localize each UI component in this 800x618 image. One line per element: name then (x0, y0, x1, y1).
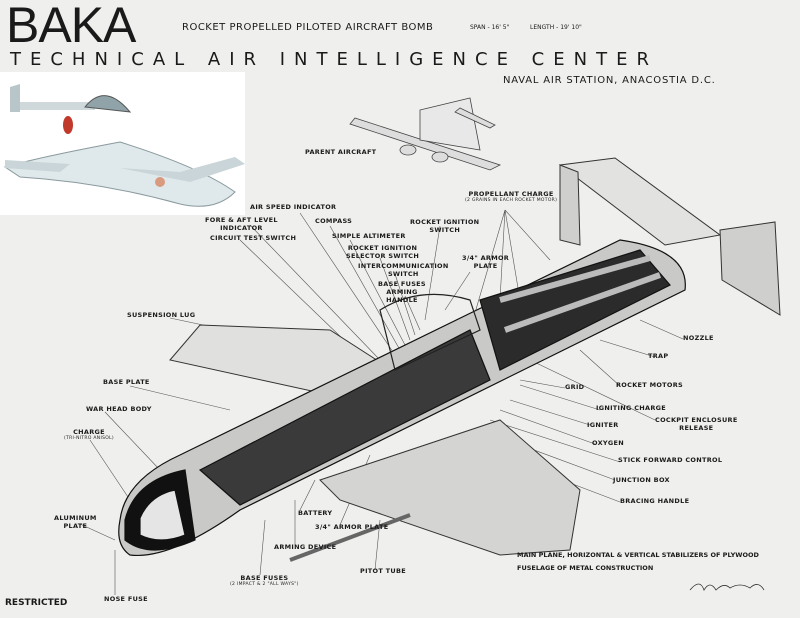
label-oxygen: OXYGEN (592, 439, 625, 447)
label-arming-device: ARMING DEVICE (274, 543, 337, 551)
label-stick-forward-control: STICK FORWARD CONTROL (618, 456, 723, 464)
span-spec: SPAN - 16' 5" (470, 24, 510, 31)
leader-lines (79, 209, 684, 595)
label-charge: CHARGE(TRI-NITRO ANISOL) (64, 428, 114, 442)
label-sub: (TRI-NITRO ANISOL) (64, 436, 114, 441)
label-line: BASE FUSES (240, 574, 289, 582)
length-spec: LENGTH - 19' 10" (530, 24, 582, 31)
label-trap: TRAP (648, 352, 669, 360)
label-grid: GRID (565, 383, 585, 391)
restricted-stamp: RESTRICTED (5, 598, 68, 608)
label-line: RELEASE (679, 424, 714, 432)
subtitle: ROCKET PROPELLED PILOTED AIRCRAFT BOMB (182, 22, 434, 33)
label-line: FORE & AFT LEVEL (205, 216, 278, 224)
label-line: COCKPIT ENCLOSURE (655, 416, 738, 424)
label-sub: (2 GRAINS IN EACH ROCKET MOTOR) (465, 198, 558, 203)
label-line: ALUMINUM (54, 514, 97, 522)
label-air-speed-indicator: AIR SPEED INDICATOR (250, 203, 337, 211)
label-suspension-lug: SUSPENSION LUG (127, 311, 196, 319)
label-igniter: IGNITER (587, 421, 619, 429)
tail-stabilizer (558, 157, 781, 316)
label-line: SWITCH (429, 226, 461, 234)
label-line: PLATE (473, 262, 498, 270)
label-line: ROCKET IGNITION (347, 244, 418, 252)
parent-aircraft-sketch (349, 97, 502, 171)
label-propellant-charge: PROPELLANT CHARGE(2 GRAINS IN EACH ROCKE… (465, 190, 557, 204)
label-line: BASE FUSES (378, 280, 426, 288)
label-war-head-body: WAR HEAD BODY (86, 405, 152, 413)
fuselage (118, 239, 686, 562)
label-base-plate: BASE PLATE (103, 378, 150, 386)
label-line: PLATE (63, 522, 88, 530)
ohka-model-render (3, 84, 245, 207)
label-line: SWITCH (387, 270, 419, 278)
label-igniting-charge: IGNITING CHARGE (596, 404, 667, 412)
organization: TECHNICAL AIR INTELLIGENCE CENTER (10, 49, 658, 70)
label-rocket-motors: ROCKET MOTORS (616, 381, 684, 389)
label-circuit-test-switch: CIRCUIT TEST SWITCH (210, 234, 297, 242)
label-parent-aircraft: PARENT AIRCRAFT (305, 148, 377, 156)
label-compass: COMPASS (315, 217, 353, 225)
label-line: HANDLE (386, 296, 418, 304)
label-nozzle: NOZZLE (683, 334, 714, 342)
label-simple-altimeter: SIMPLE ALTIMETER (332, 232, 406, 240)
label-line: PROPELLANT CHARGE (468, 190, 554, 198)
label-line: SELECTOR SWITCH (346, 252, 420, 260)
note-line: MAIN PLANE, HORIZONTAL & VERTICAL STABIL… (517, 551, 759, 559)
label-battery: BATTERY (298, 509, 333, 517)
label-bracing-handle: BRACING HANDLE (620, 497, 690, 505)
label-line: ARMING (386, 288, 418, 296)
label-line: 3/4" ARMOR (462, 254, 510, 262)
label-armor-plate-bottom: 3/4" ARMOR PLATE (315, 523, 389, 531)
construction-notes: MAIN PLANE, HORIZONTAL & VERTICAL STABIL… (517, 549, 759, 575)
label-base-fuses: BASE FUSES(2 IMPACT & 2 "ALL WAYS") (230, 574, 299, 588)
label-junction-box: JUNCTION BOX (613, 476, 670, 484)
title: BAKA (6, 0, 136, 53)
label-nose-fuse: NOSE FUSE (104, 595, 148, 603)
label-line: CHARGE (73, 428, 105, 436)
label-line: ROCKET IGNITION (410, 218, 480, 226)
note-line: FUSELAGE OF METAL CONSTRUCTION (517, 564, 654, 572)
label-line: INTERCOMMUNICATION (358, 262, 449, 270)
label-pitot-tube: PITOT TUBE (360, 567, 406, 575)
color-model-photo (0, 72, 245, 215)
label-line: INDICATOR (220, 224, 263, 232)
label-sub: (2 IMPACT & 2 "ALL WAYS") (230, 582, 299, 587)
location: NAVAL AIR STATION, ANACOSTIA D.C. (503, 75, 716, 86)
